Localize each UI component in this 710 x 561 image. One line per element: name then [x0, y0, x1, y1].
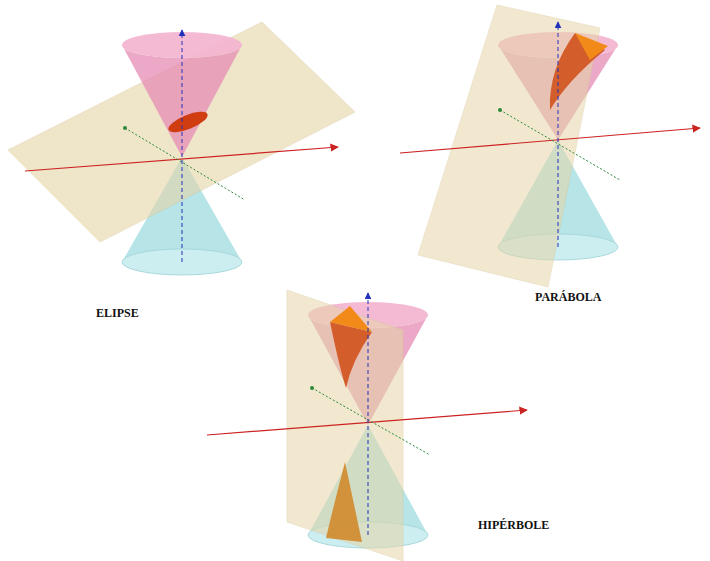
- ellipse-figure: [8, 22, 355, 275]
- conic-label: PARÁBOLA: [535, 290, 601, 305]
- conic-label: ELIPSE: [96, 306, 139, 321]
- parabola-figure: [400, 5, 700, 287]
- conic-label: HIPÉRBOLE: [478, 518, 549, 533]
